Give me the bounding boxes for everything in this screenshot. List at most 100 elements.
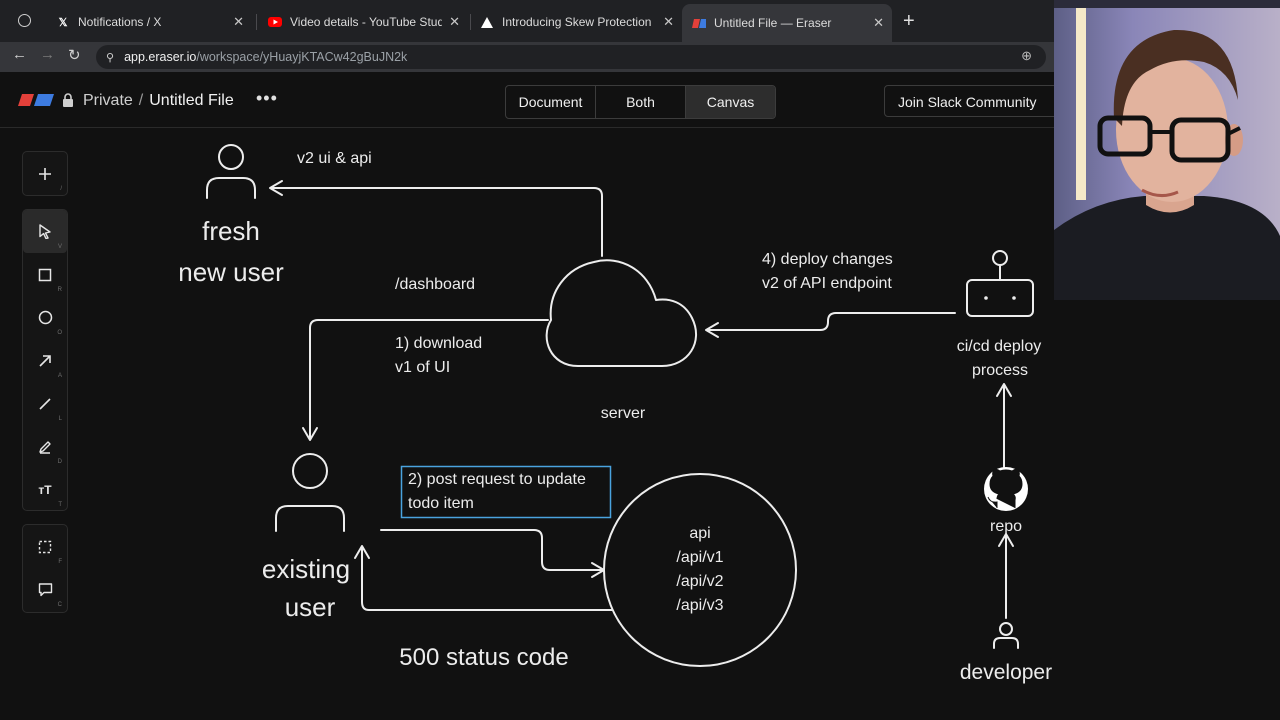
vercel-icon: [480, 15, 494, 29]
ellipse-tool[interactable]: O: [23, 296, 67, 339]
cicd-label: ci/cd deploy: [957, 338, 1042, 355]
diagram-canvas[interactable]: v2 ui & api fresh new user /dashboard 1)…: [0, 128, 1280, 720]
fresh-user-label: fresh: [202, 216, 260, 246]
zoom-icon[interactable]: ⊕: [1021, 48, 1032, 63]
github-icon[interactable]: [984, 467, 1028, 511]
shortcut-key: A: [57, 373, 62, 379]
view-switcher: Document Both Canvas: [505, 85, 776, 119]
close-tab-icon[interactable]: ✕: [233, 14, 244, 29]
arrow-server-to-existing-user[interactable]: [309, 319, 549, 439]
post-label: todo item: [408, 495, 474, 512]
x-logo-icon: 𝕏: [58, 16, 68, 29]
url-input[interactable]: ⚲ app.eraser.io/workspace/yHuayjKTACw42g…: [96, 45, 1046, 69]
tab-title: Introducing Skew Protection -: [502, 15, 652, 29]
eraser-logo[interactable]: [18, 94, 54, 106]
url-path: /workspace/yHuayjKTACw42gBuJN2k: [196, 50, 408, 64]
selection-box[interactable]: [400, 465, 612, 519]
shortcut-key: F: [58, 559, 62, 565]
existing-user-label: existing: [262, 554, 350, 584]
fresh-user-label: new user: [178, 257, 284, 287]
shortcut-key: T: [58, 502, 62, 508]
plus-icon: [39, 167, 51, 180]
rectangle-icon: [38, 268, 52, 281]
post-label: 2) post request to update: [408, 471, 586, 488]
new-tab-icon[interactable]: +: [903, 10, 915, 32]
arrow-tool[interactable]: A: [23, 339, 67, 382]
file-title[interactable]: Untitled File: [149, 92, 234, 109]
arrow-cicd-to-server[interactable]: [707, 312, 956, 331]
tab-title: Video details - YouTube Studio: [290, 15, 442, 29]
existing-user-label: user: [285, 592, 336, 622]
close-tab-icon[interactable]: ✕: [873, 15, 884, 30]
rectangle-tool[interactable]: R: [23, 253, 67, 296]
arrow-user-to-api[interactable]: [380, 529, 603, 571]
frame-tool[interactable]: F: [23, 525, 67, 568]
deploy-label: v2 of API endpoint: [762, 275, 892, 292]
shortcut-key: /: [60, 186, 62, 192]
download-label: 1) download: [395, 335, 482, 352]
select-tool[interactable]: V: [23, 210, 67, 253]
pencil-icon: [39, 440, 51, 454]
robot-icon[interactable]: [966, 250, 1034, 317]
add-button[interactable]: /: [23, 152, 67, 195]
youtube-icon: [268, 15, 282, 29]
api-route-label: /api/v2: [676, 573, 723, 590]
frame-icon: [38, 540, 52, 553]
extra-tools: F C: [22, 524, 68, 613]
browser-menu-icon[interactable]: [18, 14, 31, 27]
shortcut-key: V: [57, 244, 62, 250]
cursor-icon: [39, 224, 51, 239]
webcam-overlay: [1054, 0, 1280, 300]
text-icon: ᴛT: [38, 482, 52, 497]
tab-document[interactable]: Document: [506, 86, 596, 118]
api-route-label: /api/v1: [676, 549, 723, 566]
tab-x[interactable]: 𝕏 Notifications / X ✕: [46, 6, 252, 38]
existing-user-icon[interactable]: [275, 453, 345, 532]
tab-title: Notifications / X: [78, 15, 162, 29]
close-tab-icon[interactable]: ✕: [449, 14, 460, 29]
status-code-label: 500 status code: [399, 644, 568, 671]
tab-eraser[interactable]: Untitled File — Eraser ✕: [682, 4, 892, 42]
forward-icon[interactable]: →: [40, 46, 55, 63]
tab-title: Untitled File — Eraser: [714, 16, 832, 30]
shortcut-key: O: [57, 330, 62, 336]
tab-vercel[interactable]: Introducing Skew Protection - ✕: [470, 6, 682, 38]
line-tool[interactable]: L: [23, 382, 67, 425]
add-tool-group: /: [22, 151, 68, 196]
eraser-icon: [692, 16, 706, 30]
back-icon[interactable]: ←: [12, 46, 27, 63]
api-circle[interactable]: [603, 473, 797, 667]
fresh-user-icon[interactable]: [206, 144, 256, 199]
circle-icon: [38, 310, 52, 325]
server-cloud-shape[interactable]: [545, 259, 697, 367]
breadcrumb-private[interactable]: Private: [83, 92, 133, 109]
close-tab-icon[interactable]: ✕: [663, 14, 674, 29]
developer-icon[interactable]: [993, 622, 1019, 649]
url-host: app.eraser.io: [124, 50, 197, 64]
shortcut-key: L: [58, 416, 62, 422]
join-slack-button[interactable]: Join Slack Community: [884, 85, 1064, 117]
arrow-icon: [39, 354, 51, 367]
api-route-label: /api/v3: [676, 597, 723, 614]
reload-icon[interactable]: ↻: [68, 47, 81, 64]
text-tool[interactable]: ᴛT T: [23, 468, 67, 511]
breadcrumb: Private/Untitled File: [83, 92, 234, 110]
tab-youtube[interactable]: Video details - YouTube Studio ✕: [258, 6, 468, 38]
arrow-server-to-fresh-user[interactable]: [271, 187, 603, 257]
deploy-label: 4) deploy changes: [762, 251, 893, 268]
more-options-icon[interactable]: •••: [256, 88, 278, 108]
dashboard-label: /dashboard: [395, 276, 475, 293]
tab-both[interactable]: Both: [596, 86, 686, 118]
server-label: server: [601, 405, 646, 422]
site-info-icon[interactable]: ⚲: [106, 51, 115, 64]
tab-canvas[interactable]: Canvas: [686, 86, 775, 118]
pencil-tool[interactable]: D: [23, 425, 67, 468]
lock-icon: [62, 93, 74, 110]
drawing-tools: V R O A L D ᴛT T: [22, 209, 68, 511]
cicd-label: process: [972, 362, 1028, 379]
developer-label: developer: [960, 661, 1052, 684]
comment-tool[interactable]: C: [23, 568, 67, 611]
comment-icon: [38, 583, 52, 597]
repo-label: repo: [990, 518, 1022, 535]
arrow-api-to-user[interactable]: [361, 547, 613, 611]
